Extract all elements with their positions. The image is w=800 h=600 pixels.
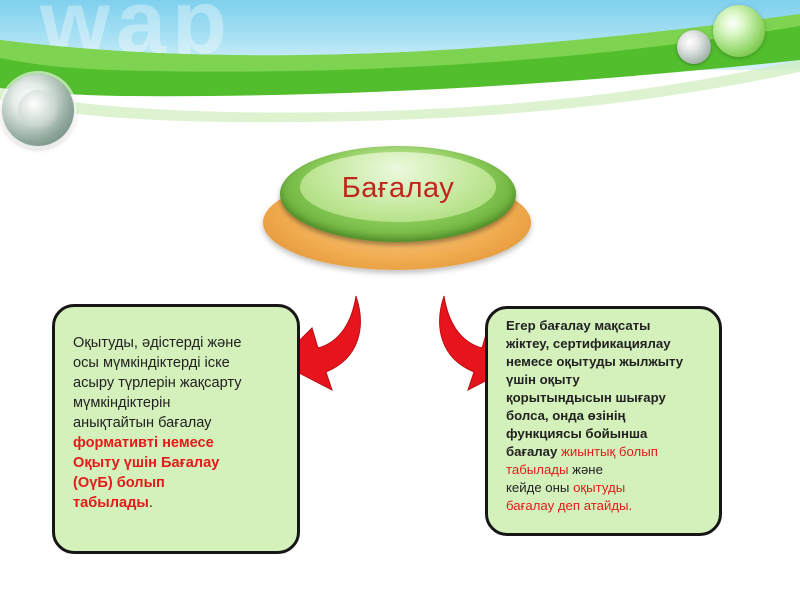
text-line: табылады және — [506, 461, 721, 479]
text-line: осы мүмкіндіктерді іске — [73, 353, 293, 373]
text-line: Оқыту үшін Бағалау — [73, 453, 293, 473]
header-wave — [0, 14, 800, 123]
body-text: және — [568, 462, 603, 477]
text-line: асыру түрлерін жақсарту — [73, 373, 293, 393]
body-text: немесе оқытуды жылжыту — [506, 354, 684, 369]
body-text: кейде оны — [506, 480, 574, 495]
text-line: жіктеу, сертификациялау — [506, 335, 721, 353]
wave-shadow — [0, 60, 800, 123]
title-pill-highlight — [300, 152, 496, 222]
text-line: Егер бағалау мақсаты — [506, 317, 721, 335]
text-line: анықтайтын бағалау — [73, 413, 293, 433]
formative-assessment-text: Оқытуды, әдістерді және осы мүмкіндіктерд… — [73, 333, 293, 513]
highlighted-text: Оқыту үшін Бағалау — [73, 455, 220, 471]
wave-highlight — [0, 14, 800, 72]
text-line: кейде оны оқытуды — [506, 479, 721, 497]
body-text: қорытындысын шығару — [506, 390, 666, 405]
text-line: бағалау деп атайды. — [506, 497, 721, 515]
highlighted-text: табылады — [73, 495, 149, 511]
body-text: . — [148, 495, 153, 511]
bubble-grey — [677, 30, 711, 64]
text-line: табылады. — [73, 493, 293, 513]
text-line: (ОүБ) болып — [73, 473, 293, 493]
bubble-large-core — [18, 90, 58, 130]
highlighted-text: оқытуды — [573, 480, 626, 495]
body-text: осы мүмкіндіктерді іске — [73, 355, 230, 371]
body-text: мүмкіндіктерін — [73, 395, 171, 411]
highlighted-text: (ОүБ) болып — [73, 475, 165, 491]
highlighted-text: табылады — [506, 462, 569, 477]
formative-assessment-box: Оқытуды, әдістерді және осы мүмкіндіктерд… — [52, 304, 300, 554]
text-line: функциясы бойынша — [506, 425, 721, 443]
body-text: Оқытуды, әдістерді және — [73, 335, 242, 351]
title-label: Бағалау — [341, 172, 455, 204]
body-text: Егер бағалау мақсаты — [506, 318, 651, 333]
body-text: бағалау — [506, 444, 562, 459]
text-line: немесе оқытуды жылжыту — [506, 353, 721, 371]
text-line: болса, онда өзінің — [506, 407, 721, 425]
text-line: мүмкіндіктерін — [73, 393, 293, 413]
text-line: формативті немесе — [73, 433, 293, 453]
bubble-green — [713, 5, 765, 57]
body-text: анықтайтын бағалау — [73, 415, 212, 431]
text-line: Оқытуды, әдістерді және — [73, 333, 293, 353]
body-text: жіктеу, сертификациялау — [506, 336, 671, 351]
body-text: болса, онда өзінің — [506, 408, 626, 423]
body-text: асыру түрлерін жақсарту — [73, 375, 242, 391]
summative-assessment-text: Егер бағалау мақсаты жіктеу, сертификация… — [506, 317, 721, 515]
highlighted-text: бағалау деп атайды. — [506, 498, 633, 513]
body-text: функциясы бойынша — [506, 426, 648, 441]
text-line: бағалау жиынтық болып — [506, 443, 721, 461]
highlighted-text: жиынтық болып — [561, 444, 658, 459]
text-line: қорытындысын шығару — [506, 389, 721, 407]
summative-assessment-box: Егер бағалау мақсаты жіктеу, сертификация… — [485, 306, 722, 536]
body-text: үшін оқыту — [506, 372, 580, 387]
text-line: үшін оқыту — [506, 371, 721, 389]
highlighted-text: формативті немесе — [73, 435, 214, 451]
